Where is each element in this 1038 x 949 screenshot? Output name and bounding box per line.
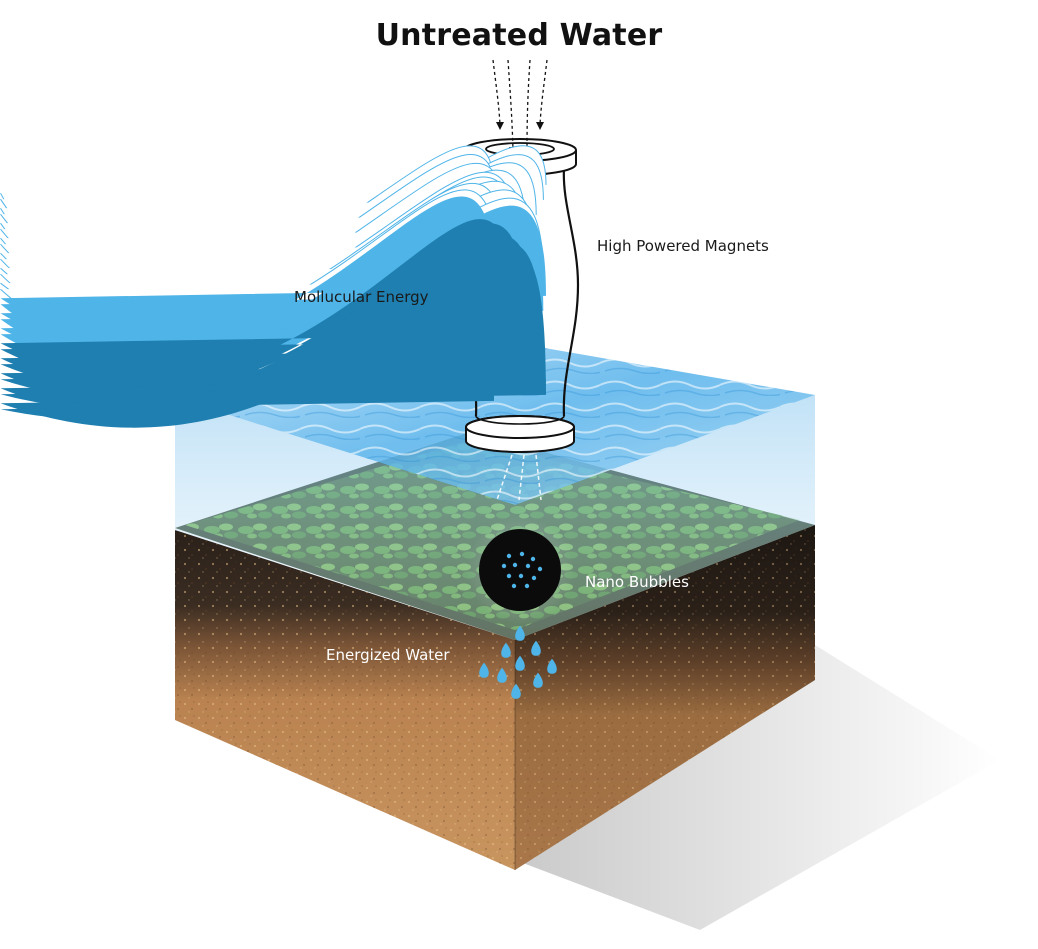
nano-bubble-dot (531, 575, 537, 581)
energized-droplet (515, 625, 525, 641)
nano-bubble-dot (518, 573, 524, 579)
outflow-arrows (496, 454, 542, 501)
nano-bubble-dot (511, 583, 517, 589)
label-energized-water: Energized Water (326, 646, 450, 664)
molecule-droplet (0, 242, 495, 420)
nano-bubble-dot (512, 562, 518, 568)
energized-droplet (497, 667, 507, 683)
nano-bubble-dot (501, 563, 507, 569)
nano-bubble-dot (519, 551, 525, 557)
energized-droplet (479, 662, 489, 678)
label-high-powered-magnets: High Powered Magnets (597, 237, 769, 255)
nano-bubbles-badge (466, 516, 574, 624)
label-molecular-energy: Mollucular Energy (294, 288, 429, 306)
nano-bubble-dot (524, 583, 530, 589)
nano-bubble-dot (537, 566, 543, 572)
energized-droplet (501, 642, 511, 658)
diagram-title: Untreated Water (375, 18, 663, 53)
nano-bubble-dot (525, 563, 531, 569)
nano-bubble-dot (506, 573, 512, 579)
energized-droplet (515, 655, 525, 671)
label-nano-bubbles: Nano Bubbles (585, 573, 689, 591)
water-front-face (175, 395, 815, 640)
nano-bubble-dot (506, 553, 512, 559)
nano-bubble-dot (530, 556, 536, 562)
molecule-droplet (0, 218, 536, 382)
energized-droplet (531, 640, 541, 656)
molecule-droplet (0, 203, 497, 356)
nano-bubble-dots (501, 551, 543, 589)
energized-droplet (511, 683, 521, 699)
energized-water-droplets (479, 625, 557, 699)
molecule-droplet (0, 211, 505, 367)
energized-droplet (533, 672, 543, 688)
intake-arrows (492, 59, 548, 151)
energized-droplet (547, 658, 557, 674)
ground-shadow (515, 645, 1000, 930)
molecule-droplets (0, 145, 547, 428)
